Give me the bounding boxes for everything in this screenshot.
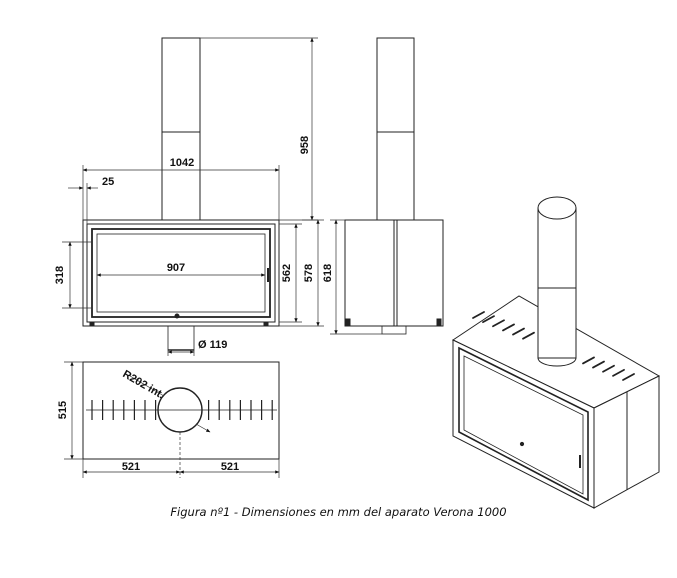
vent-slot — [622, 373, 635, 381]
front-foot-right — [263, 321, 269, 327]
leader-r202-tip — [195, 423, 211, 433]
iso-chimney — [537, 207, 577, 359]
front-flue — [167, 325, 195, 351]
label-521-left: 521 — [122, 461, 140, 473]
top-dimensions — [64, 361, 280, 478]
label-r202: R202 int. — [121, 368, 167, 401]
label-25: 25 — [102, 176, 114, 188]
isometric-view — [451, 196, 661, 509]
label-562: 562 — [281, 264, 293, 282]
vent-slot — [482, 315, 495, 324]
side-dimensions — [330, 219, 382, 335]
label-578: 578 — [303, 264, 315, 282]
front-view — [82, 37, 280, 351]
vent-slot — [512, 327, 525, 336]
vent-slot — [592, 360, 605, 369]
vent-slot — [612, 368, 625, 377]
figure-caption: Figura nº1 - Dimensiones en mm del apara… — [170, 505, 507, 519]
side-flue — [381, 325, 407, 335]
iso-window-frame — [458, 346, 589, 502]
front-window-frame — [91, 228, 271, 318]
top-view — [82, 361, 280, 460]
iso-vent-slots — [472, 311, 635, 381]
vent-slot — [582, 356, 595, 365]
iso-chimney-top — [537, 196, 577, 220]
vent-slot — [602, 364, 615, 373]
label-618: 618 — [322, 264, 334, 282]
iso-window-glass — [463, 355, 584, 495]
label-1042: 1042 — [170, 157, 194, 169]
label-958: 958 — [299, 136, 311, 154]
label-318: 318 — [54, 266, 66, 284]
side-view — [344, 37, 444, 335]
side-chimney — [376, 37, 415, 221]
vent-slot — [472, 311, 485, 319]
vent-slot — [522, 331, 535, 340]
vent-slot — [502, 323, 515, 332]
top-body — [82, 361, 280, 460]
iso-front-face — [452, 339, 595, 509]
label-515: 515 — [57, 401, 69, 419]
front-body-inner — [86, 223, 276, 323]
front-logo — [174, 313, 180, 319]
front-foot-left — [89, 321, 95, 327]
leader-r202 — [129, 375, 165, 397]
iso-logo — [519, 441, 525, 447]
side-foot-left — [345, 318, 351, 327]
side-foot-right — [436, 318, 442, 327]
label-521-right: 521 — [221, 461, 239, 473]
front-chimney — [161, 37, 201, 221]
front-dimensions — [62, 37, 324, 356]
front-window-glass — [96, 233, 266, 313]
top-vent-slots — [91, 400, 273, 420]
label-119: Ø 119 — [198, 339, 227, 351]
label-907: 907 — [167, 262, 185, 274]
vent-slot — [492, 319, 505, 328]
iso-chimney-base — [537, 357, 577, 367]
